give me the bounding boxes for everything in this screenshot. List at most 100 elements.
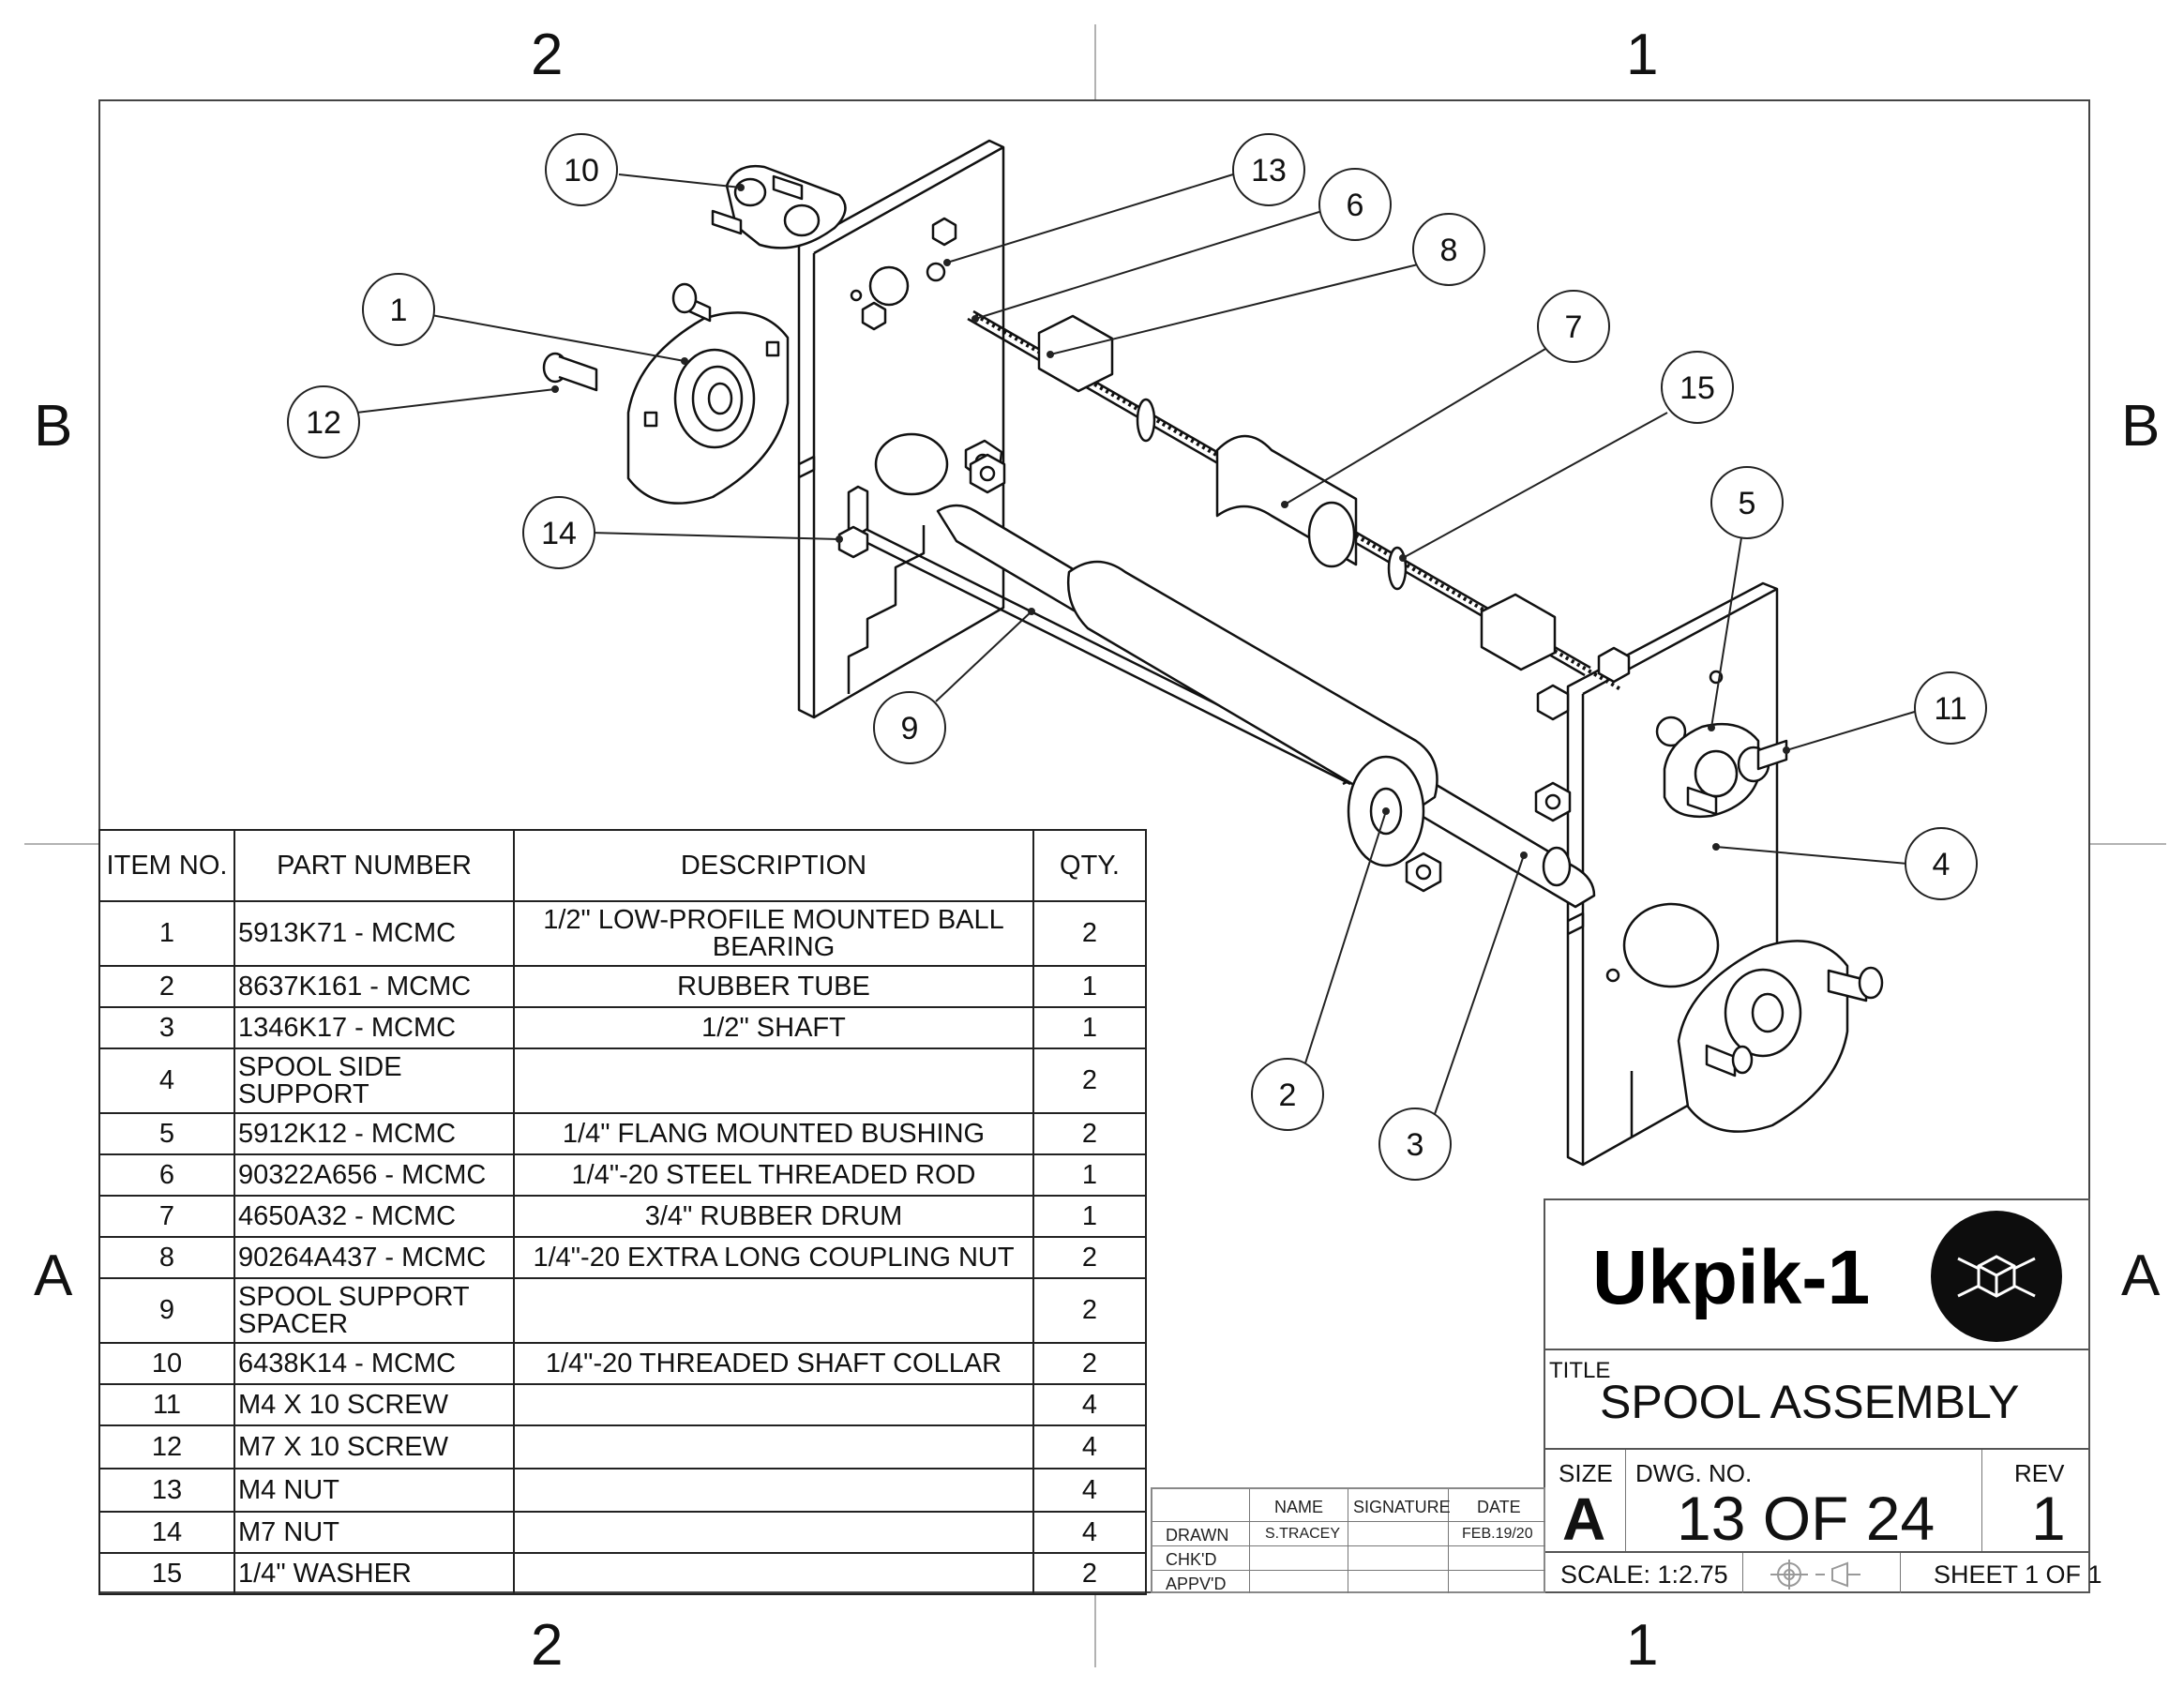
svg-text:5: 5	[1739, 486, 1756, 521]
bom-cell-description: 1/4" FLANG MOUNTED BUSHING	[513, 1112, 1034, 1155]
bom-cell-description: 1/4"-20 STEEL THREADED ROD	[513, 1153, 1034, 1197]
bom-cell-qty: 2	[1032, 1342, 1147, 1385]
logo-emblem-icon	[1931, 1211, 2062, 1342]
balloon-15: 15	[1661, 351, 1734, 424]
dwg-no-label: DWG. NO.	[1635, 1459, 1753, 1487]
bom-cell-item: 8	[98, 1236, 235, 1279]
bom-cell-qty: 2	[1032, 1112, 1147, 1155]
revision: 1	[2031, 1484, 2066, 1553]
bom-cell-qty: 2	[1032, 1236, 1147, 1279]
screw-12	[542, 352, 598, 392]
drawn-date: FEB.19/20	[1462, 1526, 1533, 1542]
balloon-7: 7	[1537, 290, 1610, 363]
drawing-number: 13 OF 24	[1677, 1484, 1935, 1553]
zone-label-top-1: 1	[1626, 23, 1659, 87]
bom-cell-part-number: 5912K12 - MCMC	[233, 1112, 515, 1155]
bom-cell-qty: 2	[1032, 1047, 1147, 1114]
bom-header-item-no: ITEM NO.	[98, 829, 235, 902]
sheet-size: A	[1562, 1485, 1606, 1553]
bom-cell-part-number: M7 NUT	[233, 1511, 515, 1554]
bom-cell-part-number: 1/4" WASHER	[233, 1552, 515, 1595]
balloon-9: 9	[873, 691, 946, 764]
zone-label-top-2: 2	[531, 23, 564, 87]
bom-cell-item: 1	[98, 900, 235, 967]
bom-cell-part-number: M4 NUT	[233, 1468, 515, 1513]
svg-text:6: 6	[1347, 188, 1364, 223]
bom-cell-qty: 2	[1032, 1277, 1147, 1344]
bom-cell-part-number: 4650A32 - MCMC	[233, 1195, 515, 1238]
bom-cell-description	[513, 1047, 1034, 1114]
title-block-logo-panel: Ukpik-1	[1544, 1198, 2090, 1350]
svg-text:1: 1	[390, 293, 408, 328]
zone-label-bottom-1: 1	[1626, 1613, 1659, 1678]
bom-cell-qty: 1	[1032, 1195, 1147, 1238]
svg-text:15: 15	[1679, 370, 1715, 406]
bom-cell-item: 10	[98, 1342, 235, 1385]
zone-label-left-b: B	[34, 394, 73, 459]
bom-cell-part-number: SPOOL SUPPORT SPACER	[233, 1277, 515, 1344]
bom-cell-part-number: M4 X 10 SCREW	[233, 1383, 515, 1426]
balloon-4: 4	[1905, 827, 1978, 900]
drawn-by-name: S.TRACEY	[1265, 1526, 1341, 1542]
bom-cell-description: 1/4"-20 EXTRA LONG COUPLING NUT	[513, 1236, 1034, 1279]
bom-cell-item: 3	[98, 1006, 235, 1049]
bom-cell-item: 15	[98, 1552, 235, 1595]
drawing-title: SPOOL ASSEMBLY	[1600, 1376, 2020, 1428]
bom-cell-part-number: M7 X 10 SCREW	[233, 1424, 515, 1469]
bom-cell-part-number: 90264A437 - MCMC	[233, 1236, 515, 1279]
svg-text:13: 13	[1251, 153, 1287, 188]
washer-upper	[1136, 398, 1156, 443]
sig-header-date: DATE	[1477, 1498, 1521, 1516]
svg-text:8: 8	[1440, 233, 1458, 268]
bom-cell-description: 3/4" RUBBER DRUM	[513, 1195, 1034, 1238]
bom-cell-description: 1/2" LOW-PROFILE MOUNTED BALL BEARING	[513, 900, 1034, 967]
title-block-title-row: TITLE SPOOL ASSEMBLY	[1544, 1349, 2090, 1450]
third-angle-projection-icon	[1770, 1560, 1860, 1590]
flange-bushing	[1663, 722, 1788, 819]
bom-cell-description	[513, 1424, 1034, 1469]
bom-cell-description	[513, 1383, 1034, 1426]
rubber-drum	[1215, 434, 1358, 568]
bom-cell-qty: 4	[1032, 1468, 1147, 1513]
balloon-3: 3	[1378, 1108, 1452, 1181]
balloon-6: 6	[1318, 168, 1392, 241]
title-block-scale-row: SCALE: 1:2.75 SHEET 1 OF 1	[1544, 1551, 2102, 1593]
rubber-tube-and-shaft	[936, 504, 1596, 909]
bom-cell-description	[513, 1552, 1034, 1595]
bom-cell-part-number: 6438K14 - MCMC	[233, 1342, 515, 1385]
svg-text:12: 12	[306, 405, 341, 441]
balloon-5: 5	[1710, 466, 1784, 539]
balloon-14: 14	[522, 496, 595, 569]
svg-text:7: 7	[1565, 309, 1583, 345]
bom-cell-description	[513, 1511, 1034, 1554]
svg-text:11: 11	[1934, 691, 1966, 727]
bom-cell-description	[513, 1277, 1034, 1344]
ball-bearing-upper	[626, 282, 790, 505]
bom-header-part-number: PART NUMBER	[233, 829, 515, 902]
bom-cell-item: 7	[98, 1195, 235, 1238]
zone-label-right-b: B	[2121, 394, 2161, 459]
balloon-2: 2	[1251, 1058, 1324, 1131]
rev-label: REV	[2014, 1459, 2065, 1487]
bom-cell-item: 5	[98, 1112, 235, 1155]
coupling-nut-upper	[1037, 314, 1114, 393]
sig-role-checked: CHK'D	[1166, 1550, 1217, 1569]
balloon-10: 10	[545, 133, 618, 206]
svg-text:9: 9	[901, 711, 919, 746]
balloon-13: 13	[1232, 133, 1305, 206]
bom-cell-part-number: 5913K71 - MCMC	[233, 900, 515, 967]
